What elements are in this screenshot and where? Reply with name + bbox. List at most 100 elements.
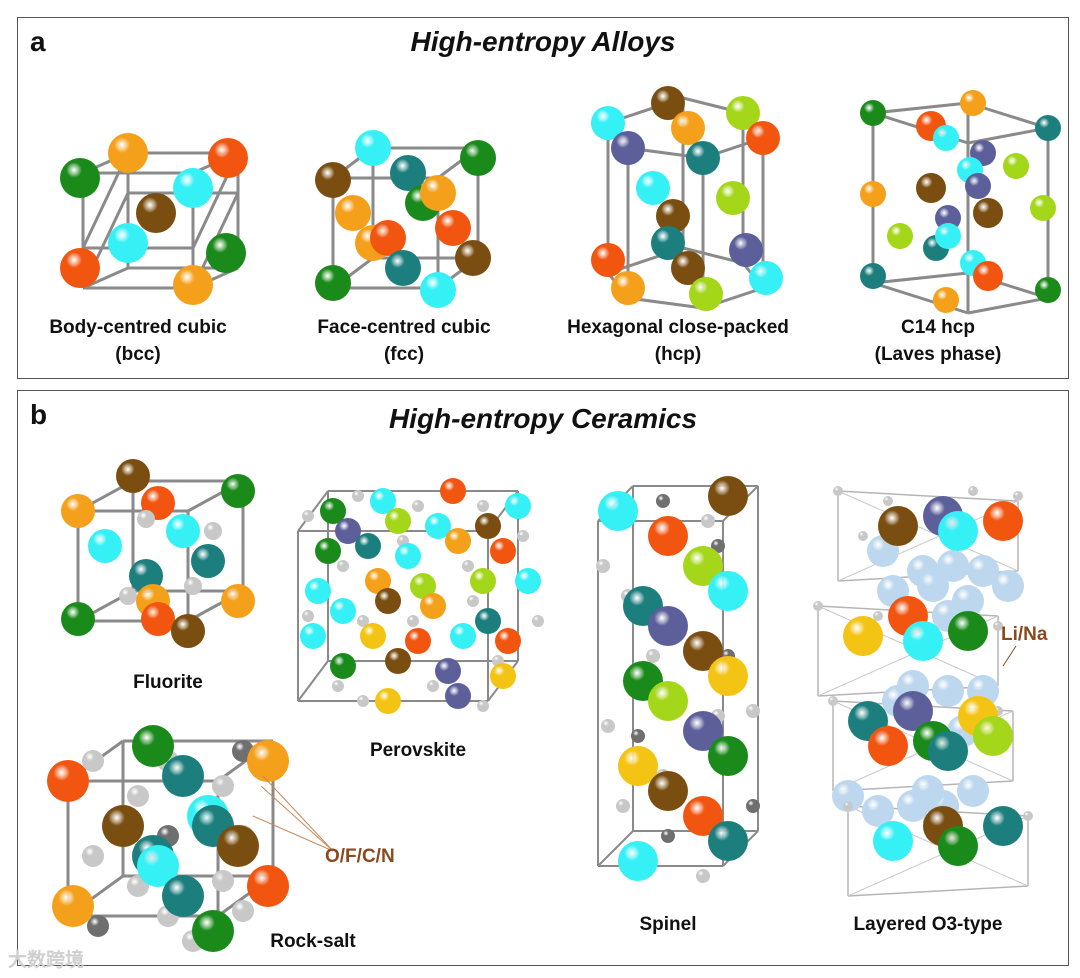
atom-brown	[916, 173, 946, 203]
atom-yellow	[708, 656, 748, 696]
atom-purple	[611, 131, 645, 165]
panel-a-alloys: a High-entropy Alloys Body-centred cubic…	[17, 17, 1069, 379]
atom-purple	[683, 711, 723, 751]
atom-green	[206, 233, 246, 273]
atom-cyan	[749, 261, 783, 295]
atom-cyan	[935, 223, 961, 249]
atom-red	[440, 478, 466, 504]
bond-line	[627, 296, 704, 310]
atom-cyan	[873, 821, 913, 861]
atom-gray	[532, 615, 544, 627]
bond-line	[262, 775, 334, 852]
atom-darkgray	[711, 539, 725, 553]
panel-b-letter: b	[30, 399, 48, 430]
atom-cyan	[330, 598, 356, 624]
atom-gray	[1013, 491, 1023, 501]
panel-a-letter: a	[30, 26, 46, 57]
layered-o3-label: Layered O3-type	[853, 914, 1003, 935]
bond-line	[872, 271, 969, 285]
atom-gray	[412, 500, 424, 512]
fcc-structure	[315, 130, 496, 308]
bond-line	[297, 660, 329, 702]
atom-gray	[467, 595, 479, 607]
atom-purple	[965, 173, 991, 199]
atom-teal	[860, 263, 886, 289]
atom-orange	[420, 175, 456, 211]
atom-red	[746, 121, 780, 155]
atom-cyan	[450, 623, 476, 649]
atom-gray	[993, 621, 1003, 631]
atom-darkgray	[656, 494, 670, 508]
atom-cyan	[300, 623, 326, 649]
atom-orange	[221, 584, 255, 618]
atom-lime	[716, 181, 750, 215]
atom-lime	[726, 96, 760, 130]
atom-gray	[858, 531, 868, 541]
hcp-label: Hexagonal close-packed(hcp)	[567, 317, 789, 365]
atom-gray	[701, 514, 715, 528]
atom-orange	[611, 271, 645, 305]
atom-purple	[435, 658, 461, 684]
atom-red	[60, 248, 100, 288]
atom-gray	[477, 700, 489, 712]
atom-red	[247, 865, 289, 907]
atom-lightblue	[832, 780, 864, 812]
atom-orange	[108, 133, 148, 173]
atom-orange	[247, 740, 289, 782]
atom-cyan	[515, 568, 541, 594]
atom-brown	[671, 251, 705, 285]
atom-green	[221, 474, 255, 508]
atom-orange	[671, 111, 705, 145]
atom-lime	[683, 546, 723, 586]
bond-line	[597, 830, 634, 867]
atom-yellow	[375, 688, 401, 714]
atom-gray	[137, 510, 155, 528]
atom-gray	[184, 577, 202, 595]
panel-b-title: High-entropy Ceramics	[388, 403, 698, 434]
perovskite-structure	[297, 478, 544, 714]
atom-brown	[878, 506, 918, 546]
atom-purple	[335, 518, 361, 544]
atom-darkgray	[746, 799, 760, 813]
atom-gray	[968, 486, 978, 496]
atom-purple	[648, 606, 688, 646]
atom-brown	[385, 648, 411, 674]
atom-gray	[517, 530, 529, 542]
atom-lightblue	[912, 775, 944, 807]
atom-green	[938, 826, 978, 866]
atom-purple	[445, 683, 471, 709]
atom-gray	[212, 775, 234, 797]
atom-gray	[883, 496, 893, 506]
atom-orange	[445, 528, 471, 554]
atom-orange	[173, 265, 213, 305]
atom-red	[435, 210, 471, 246]
atom-lightblue	[957, 775, 989, 807]
atom-lime	[1003, 153, 1029, 179]
atom-orange	[420, 593, 446, 619]
bond-line	[872, 101, 969, 115]
bond-line	[847, 885, 1029, 897]
atom-lime	[648, 681, 688, 721]
atom-gray	[407, 615, 419, 627]
atom-cyan	[425, 513, 451, 539]
atom-gray	[746, 704, 760, 718]
atom-lime	[1030, 195, 1056, 221]
atom-lime	[689, 277, 723, 311]
atom-cyan	[420, 272, 456, 308]
atom-cyan	[903, 621, 943, 661]
atom-green	[1035, 277, 1061, 303]
atom-orange	[933, 287, 959, 313]
bcc-label: Body-centred cubic(bcc)	[49, 317, 227, 365]
layered-o3-structure	[813, 486, 1033, 897]
atom-lime	[385, 508, 411, 534]
atom-gray	[427, 680, 439, 692]
atom-teal	[191, 544, 225, 578]
atom-orange	[335, 195, 371, 231]
c14-label: C14 hcp(Laves phase)	[874, 317, 1002, 365]
atom-red	[868, 726, 908, 766]
atom-lightblue	[932, 675, 964, 707]
atom-gray	[302, 510, 314, 522]
atom-teal	[651, 226, 685, 260]
atom-cyan	[395, 543, 421, 569]
atom-gray	[646, 649, 660, 663]
